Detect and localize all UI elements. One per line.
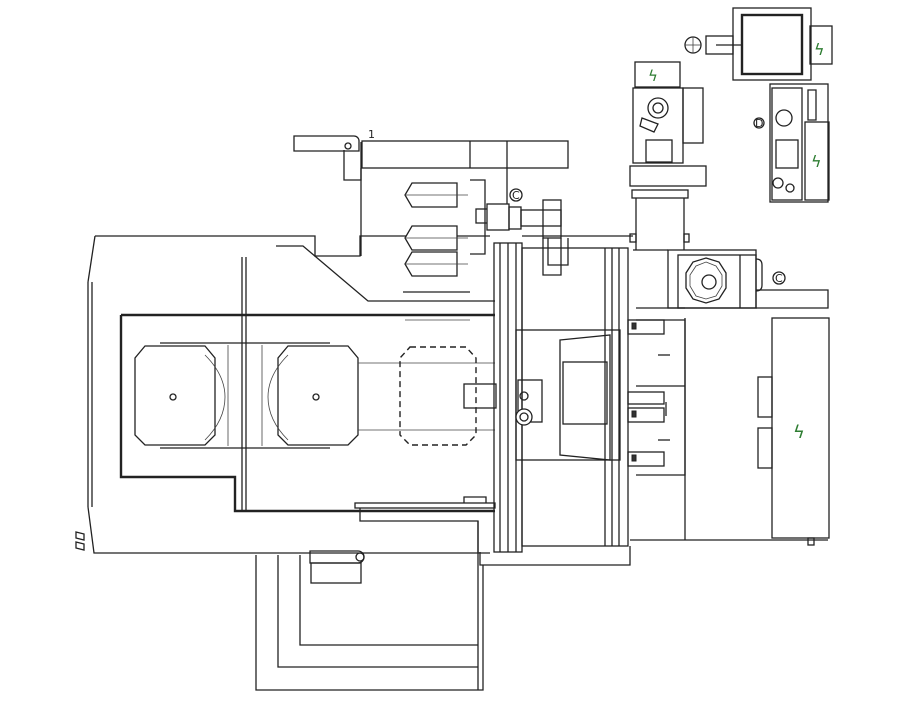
tool-holder-2 (404, 225, 468, 251)
pallet-changer-station (119, 313, 497, 513)
control-panel-pendant: ϟ (684, 7, 833, 81)
high-voltage-icon-2: ϟ (648, 67, 658, 85)
pallet-2 (267, 345, 359, 446)
coolant-unit: ϟ D (753, 83, 830, 203)
machine-column (479, 242, 631, 566)
marker-c2-label: C (775, 272, 783, 285)
tool-holder-1 (404, 182, 468, 208)
high-voltage-icon-4: ϟ (811, 152, 822, 171)
pallet-3-dashed (399, 346, 477, 446)
operator-door (309, 550, 365, 584)
spindle-heads (627, 319, 686, 476)
tool-change-arm (522, 235, 633, 266)
operator-handle-icon (75, 531, 85, 551)
gear-icon (515, 408, 533, 426)
hydraulic-unit: C (633, 249, 829, 309)
chip-conveyor (255, 496, 496, 691)
tool-magazine: C (293, 135, 569, 293)
marker-c-label: C (512, 189, 520, 202)
high-voltage-icon-3: ϟ (814, 40, 825, 59)
main-machine-frame (75, 235, 495, 554)
pallet-1 (134, 345, 226, 446)
electrical-cabinet: ϟ (630, 317, 830, 546)
marker-d-label: D (755, 117, 763, 130)
spindle-head-column: ϟ (629, 61, 707, 250)
high-voltage-icon: ϟ (793, 422, 805, 443)
tool-holder-3 (404, 251, 468, 277)
marker-1-label: 1 (368, 128, 375, 141)
